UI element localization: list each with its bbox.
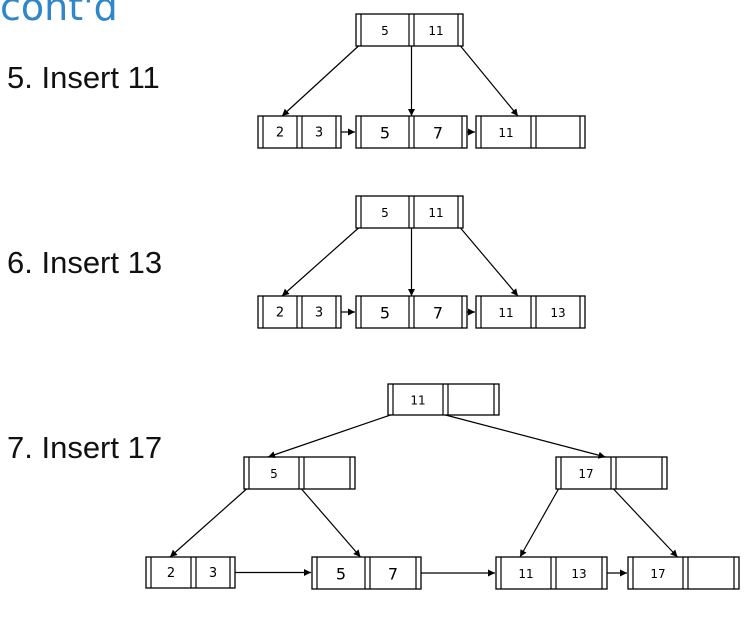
tree-pointer-arrow <box>460 227 519 297</box>
step-label-insert-11: 5. Insert 11 <box>7 60 160 95</box>
tree-pointer-arrow <box>267 414 391 459</box>
tree-node-inner-right: 17 <box>555 456 668 490</box>
tree-pointer-arrow <box>281 227 359 297</box>
node-key: 5 <box>380 124 390 143</box>
tree-node-leaf-d: 17 <box>627 556 740 590</box>
tree-pointer-arrow <box>519 488 560 558</box>
node-key: 11 <box>518 567 533 581</box>
node-key: 5 <box>381 24 389 38</box>
step-label-insert-17: 7. Insert 17 <box>7 430 163 465</box>
tree-pointer-arrow <box>460 45 519 117</box>
node-key: 11 <box>498 126 513 140</box>
node-box <box>355 115 468 149</box>
node-box <box>311 556 422 590</box>
node-key: 7 <box>388 565 398 584</box>
node-key: 2 <box>276 306 284 321</box>
step-label-insert-13: 6. Insert 13 <box>7 245 163 280</box>
node-key: 17 <box>650 567 665 581</box>
tree-pointer-arrow <box>169 488 247 558</box>
node-key: 13 <box>571 567 586 581</box>
tree-node-root: 11 <box>387 383 500 416</box>
slide-title: cont'd <box>0 0 118 29</box>
node-box <box>257 115 342 149</box>
node-key: 11 <box>428 206 443 220</box>
node-key: 3 <box>315 126 323 141</box>
node-key: 11 <box>428 24 443 38</box>
tree-node-root: 5 11 <box>355 195 464 229</box>
node-key: 5 <box>380 304 390 323</box>
tree-node-leaf-c: 11 13 <box>475 295 586 329</box>
node-box <box>257 295 342 329</box>
node-key: 13 <box>550 306 565 320</box>
node-key: 2 <box>276 126 284 141</box>
node-key: 2 <box>167 566 175 581</box>
tree-pointer-arrow <box>301 488 361 558</box>
tree-pointer-arrow <box>281 45 359 117</box>
tree-pointer-arrow <box>613 488 678 558</box>
node-key: 11 <box>498 306 513 320</box>
node-box <box>355 295 468 329</box>
node-key: 5 <box>336 565 346 584</box>
node-key: 3 <box>315 306 323 321</box>
tree-node-leaf-c: 11 <box>475 115 586 149</box>
tree-node-root: 5 11 <box>355 13 464 47</box>
node-key: 11 <box>410 394 425 408</box>
tree-node-inner-left: 5 <box>243 456 356 490</box>
node-key: 5 <box>270 467 278 481</box>
node-key: 3 <box>209 566 217 581</box>
node-key: 5 <box>381 206 389 220</box>
node-key: 7 <box>433 124 443 143</box>
tree-node-leaf-c: 11 13 <box>495 556 608 590</box>
node-key: 7 <box>433 304 443 323</box>
node-key: 17 <box>578 467 593 481</box>
tree-pointer-arrow <box>445 414 606 459</box>
